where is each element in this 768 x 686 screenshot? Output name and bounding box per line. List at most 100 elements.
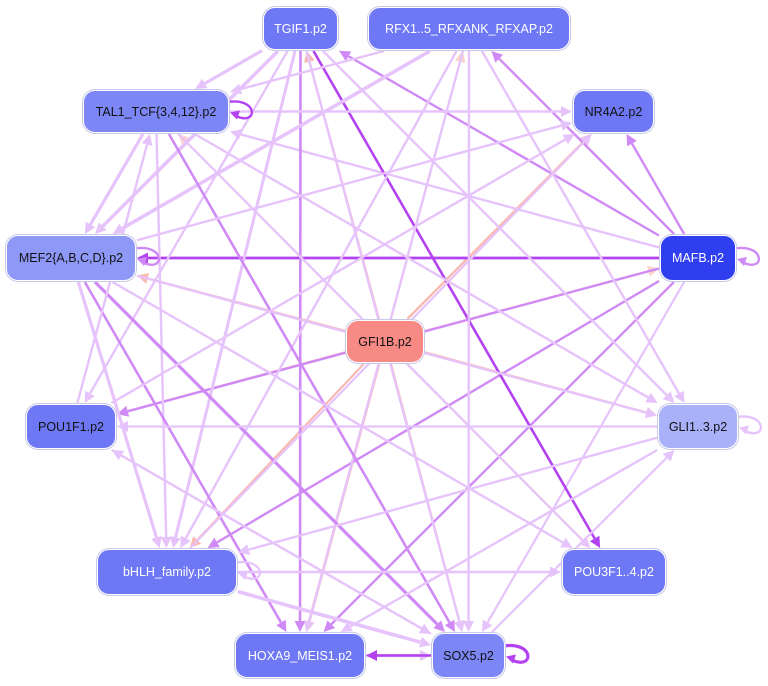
node-mafb[interactable]: MAFB.p2 xyxy=(660,235,736,281)
edge-gli-to-hoxa9 xyxy=(340,448,658,632)
node-bhlh[interactable]: bHLH_family.p2 xyxy=(97,549,237,595)
edge-arrowhead xyxy=(180,535,191,548)
edge-rfx-to-sox5 xyxy=(463,50,475,632)
edge-arrowhead xyxy=(463,620,475,632)
edge-arrowhead xyxy=(562,134,575,145)
edge-tal1-to-sox5 xyxy=(167,133,456,632)
edge-arrowhead xyxy=(662,450,675,462)
edge-line xyxy=(167,133,451,624)
edge-arrowhead xyxy=(170,536,181,548)
node-mef2[interactable]: MEF2{A,B,C,D}.p2 xyxy=(6,235,136,281)
edge-mafb-to-mef2 xyxy=(137,252,659,264)
node-gli[interactable]: GLI1..3.p2 xyxy=(658,404,738,449)
node-label: RFX1..5_RFXANK_RFXAP.p2 xyxy=(385,21,553,36)
edge-line xyxy=(93,280,439,626)
edge-arrowhead xyxy=(366,650,377,661)
self-loop-arrowhead xyxy=(506,654,516,664)
edge-sox5-to-gli xyxy=(491,450,675,633)
edge-mef2-to-bhlh xyxy=(76,281,162,548)
edge-tgif1-to-pou1f1 xyxy=(84,50,289,403)
edge-line xyxy=(248,436,658,551)
edge-mafb-to-tal1 xyxy=(230,129,660,249)
edge-mafb-to-nr4a2 xyxy=(626,134,686,235)
edge-tal1-to-mef2 xyxy=(84,133,145,234)
edge-rfx-to-tal1 xyxy=(230,49,385,95)
edge-arrowhead xyxy=(111,450,125,461)
self-loop-bhlh xyxy=(232,560,261,580)
edge-tal1-to-gli xyxy=(194,132,658,403)
edge-arrowhead xyxy=(560,537,573,548)
edge-line xyxy=(480,50,681,395)
node-pou3f[interactable]: POU3F1..4.p2 xyxy=(562,549,666,595)
edge-mafb-to-hoxa9 xyxy=(323,281,675,632)
edge-line xyxy=(110,138,566,405)
edge-arrowhead xyxy=(418,636,431,648)
self-loop-path xyxy=(232,560,261,580)
self-loop-gli xyxy=(733,415,762,435)
edge-mafb-to-sox5 xyxy=(482,281,686,632)
self-loop-mef2 xyxy=(131,246,160,266)
node-tal1[interactable]: TAL1_TCF{3,4,12}.p2 xyxy=(83,90,229,133)
edge-arrowhead xyxy=(303,619,315,632)
node-tgif1[interactable]: TGIF1.p2 xyxy=(263,7,338,50)
edge-line xyxy=(347,55,660,237)
edge-arrowhead xyxy=(589,535,601,548)
edge-arrowhead xyxy=(482,619,493,632)
edge-tal1-to-bhlh xyxy=(155,133,172,548)
self-loop-sox5 xyxy=(500,643,530,664)
edge-mef2-to-nr4a2 xyxy=(136,120,572,242)
edge-line xyxy=(237,589,421,644)
edge-tal1-to-nr4a2 xyxy=(230,106,572,117)
edge-sox5-to-pou1f1 xyxy=(111,450,432,635)
edge-line xyxy=(194,132,649,399)
edge-arrowhead xyxy=(117,421,128,432)
edge-arrowhead xyxy=(626,134,637,147)
edge-tgif1-to-tal1 xyxy=(195,49,263,89)
edge-arrowhead xyxy=(84,221,96,234)
edge-line xyxy=(120,454,432,635)
edge-arrowhead xyxy=(238,544,251,555)
self-loop-path xyxy=(131,246,160,266)
edge-rfx-to-mef2 xyxy=(112,49,431,234)
node-hoxa9[interactable]: HOXA9_MEIS1.p2 xyxy=(235,633,365,678)
edge-sox5-to-hoxa9 xyxy=(366,650,431,661)
self-loop-path xyxy=(733,415,762,435)
node-pou1f1[interactable]: POU1F1.p2 xyxy=(26,404,116,449)
edge-tgif1-to-bhlh xyxy=(170,50,297,548)
edge-line xyxy=(349,448,658,628)
node-nr4a2[interactable]: NR4A2.p2 xyxy=(573,90,654,133)
edge-line xyxy=(498,57,675,235)
node-rfx[interactable]: RFX1..5_RFXANK_RFXAP.p2 xyxy=(368,7,570,50)
edge-arrowhead xyxy=(491,51,504,63)
self-loop-path xyxy=(500,643,530,664)
node-sox5[interactable]: SOX5.p2 xyxy=(432,633,505,678)
edge-arrowhead xyxy=(550,566,561,578)
node-gfi1b[interactable]: GFI1B.p2 xyxy=(346,320,424,363)
edge-arrowhead xyxy=(112,223,125,234)
edge-arrowhead xyxy=(323,620,336,632)
edge-bhlh-to-sox5 xyxy=(237,589,431,648)
self-loop-arrowhead xyxy=(737,257,747,266)
edge-line xyxy=(312,50,596,540)
self-loop-arrowhead xyxy=(739,425,749,435)
node-label: SOX5.p2 xyxy=(443,648,494,663)
edge-tgif1-to-gli xyxy=(322,50,675,403)
edge-tgif1-to-hoxa9 xyxy=(294,50,306,632)
edge-arrowhead xyxy=(444,619,456,632)
edge-arrowhead xyxy=(561,106,572,117)
edge-arrowhead xyxy=(662,391,675,403)
edge-line xyxy=(330,281,675,626)
self-loop-arrowhead xyxy=(238,571,248,580)
edge-line xyxy=(240,133,660,249)
edge-line xyxy=(89,50,289,395)
self-loop-tal1 xyxy=(224,100,253,120)
edge-rfx-to-gli xyxy=(480,50,685,403)
node-label: GLI1..3.p2 xyxy=(668,419,728,434)
node-label: TAL1_TCF{3,4,12}.p2 xyxy=(95,104,217,119)
edge-arrowhead xyxy=(644,407,657,418)
edge-line xyxy=(136,124,562,242)
edge-arrowhead xyxy=(674,390,685,403)
edge-line xyxy=(203,49,263,85)
